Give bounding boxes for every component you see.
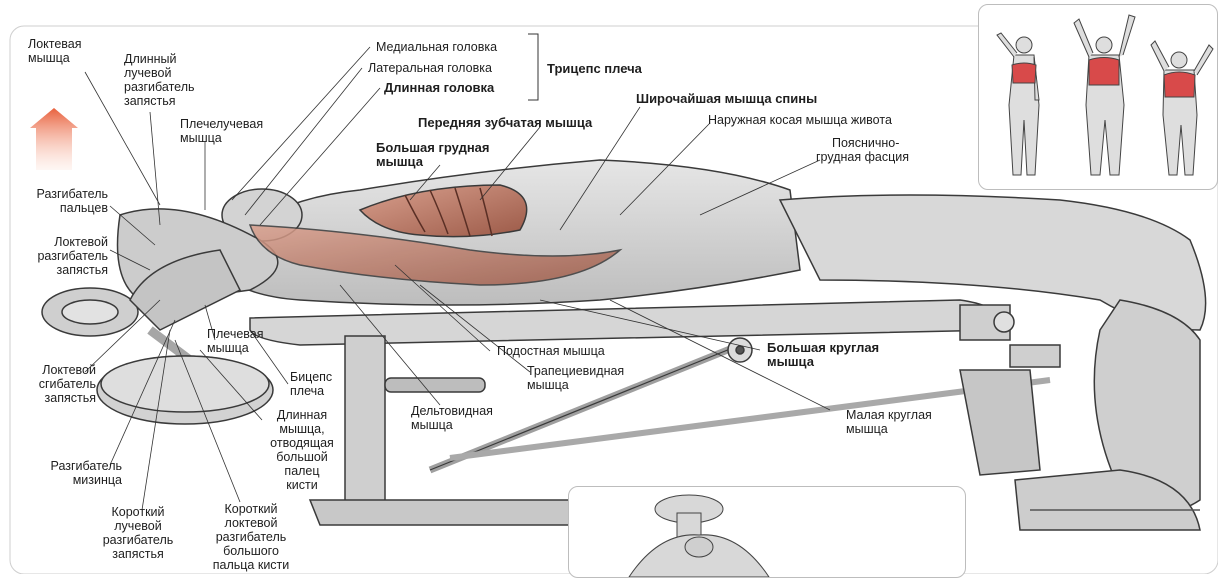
label-teres-minor: Малая круглая мышца — [846, 408, 932, 436]
label-line: запястья — [10, 391, 96, 405]
inset-front-back-figures — [978, 4, 1218, 190]
label-external-oblique: Наружная косая мышца живота — [708, 113, 892, 127]
label-deltoid: Дельтовидная мышца — [411, 404, 493, 432]
label-line: Бицепс — [290, 370, 332, 384]
label-line: Локтевая — [28, 37, 82, 51]
label-line: отводящая — [260, 436, 344, 450]
label-line: мышца — [180, 131, 263, 145]
label-line: лучевой — [90, 519, 186, 533]
label-latissimus: Широчайшая мышца спины — [636, 92, 817, 106]
label-line: Трапециевидная — [527, 364, 624, 378]
label-line: мышца — [376, 155, 489, 169]
label-infraspinatus: Подостная мышца — [497, 344, 605, 358]
label-line: локтевой — [196, 516, 306, 530]
label-triceps: Трицепс плеча — [547, 62, 642, 76]
label-line: Малая круглая — [846, 408, 932, 422]
label-line: разгибатель — [90, 533, 186, 547]
label-extensor-pollicis-brevis: Короткий локтевой разгибатель большого п… — [196, 502, 306, 572]
label-line: мышца — [411, 418, 493, 432]
label-line: Плечевая — [207, 327, 264, 341]
label-extensor-digiti-minimi: Разгибатель мизинца — [20, 459, 122, 487]
label-biceps: Бицепс плеча — [290, 370, 332, 398]
triceps-bracket — [528, 34, 538, 100]
label-extensor-digitorum: Разгибатель пальцев — [20, 187, 108, 215]
label-line: палец — [260, 464, 344, 478]
label-line: большого — [196, 544, 306, 558]
label-line: разгибатель — [124, 80, 195, 94]
label-line: Большая круглая — [767, 341, 879, 355]
label-thoracolumbar-fascia: Пояснично- грудная фасция — [816, 136, 909, 164]
label-line: запястья — [124, 94, 195, 108]
label-trapezius: Трапециевидная мышца — [527, 364, 624, 392]
label-brachialis: Плечевая мышца — [207, 327, 264, 355]
label-line: Длинная — [260, 408, 344, 422]
label-line: мышца — [527, 378, 624, 392]
label-line: запястья — [90, 547, 186, 561]
label-line: Разгибатель — [20, 187, 108, 201]
label-flexor-carpi-ulnaris: Локтевой сгибатель запястья — [10, 363, 96, 405]
label-line: пальцев — [20, 201, 108, 215]
standing-figures — [979, 5, 1217, 189]
label-line: Плечелучевая — [180, 117, 263, 131]
label-line: Короткий — [196, 502, 306, 516]
label-line: лучевой — [124, 66, 195, 80]
label-line: запястья — [20, 263, 108, 277]
label-line: Локтевой — [20, 235, 108, 249]
label-brachioradialis: Плечелучевая мышца — [180, 117, 263, 145]
direction-arrow — [30, 108, 78, 170]
label-line: Дельтовидная — [411, 404, 493, 418]
label-line: кисти — [260, 478, 344, 492]
label-abductor-pollicis-longus: Длинная мышца, отводящая большой палец к… — [260, 408, 344, 492]
label-line: грудная фасция — [816, 150, 909, 164]
label-line: разгибатель — [20, 249, 108, 263]
label-line: мизинца — [20, 473, 122, 487]
label-line: мышца, — [260, 422, 344, 436]
label-extensor-carpi-ulnaris: Локтевой разгибатель запястья — [20, 235, 108, 277]
label-line: сгибатель — [10, 377, 96, 391]
label-line: Короткий — [90, 505, 186, 519]
label-extensor-carpi-radialis-brevis: Короткий лучевой разгибатель запястья — [90, 505, 186, 561]
label-lateral-head: Латеральная головка — [368, 61, 492, 75]
inset-top-view — [568, 486, 966, 578]
label-line: плеча — [290, 384, 332, 398]
label-line: большой — [260, 450, 344, 464]
label-line: разгибатель — [196, 530, 306, 544]
top-view-figure — [569, 487, 965, 577]
label-line: Большая грудная — [376, 141, 489, 155]
label-line: Пояснично- — [816, 136, 909, 150]
label-line: мышца — [846, 422, 932, 436]
label-line: Разгибатель — [20, 459, 122, 473]
label-pectoralis-major: Большая грудная мышца — [376, 141, 489, 169]
label-teres-major: Большая круглая мышца — [767, 341, 879, 369]
label-anconeus: Локтевая мышца — [28, 37, 82, 65]
label-extensor-carpi-radialis-longus: Длинный лучевой разгибатель запястья — [124, 52, 195, 108]
label-line: Длинный — [124, 52, 195, 66]
label-line: мышца — [28, 51, 82, 65]
label-line: мышца — [207, 341, 264, 355]
label-line: пальца кисти — [196, 558, 306, 572]
label-medial-head: Медиальная головка — [376, 40, 497, 54]
label-line: Локтевой — [10, 363, 96, 377]
label-line: мышца — [767, 355, 879, 369]
label-long-head: Длинная головка — [384, 81, 494, 95]
label-serratus-anterior: Передняя зубчатая мышца — [418, 116, 592, 130]
